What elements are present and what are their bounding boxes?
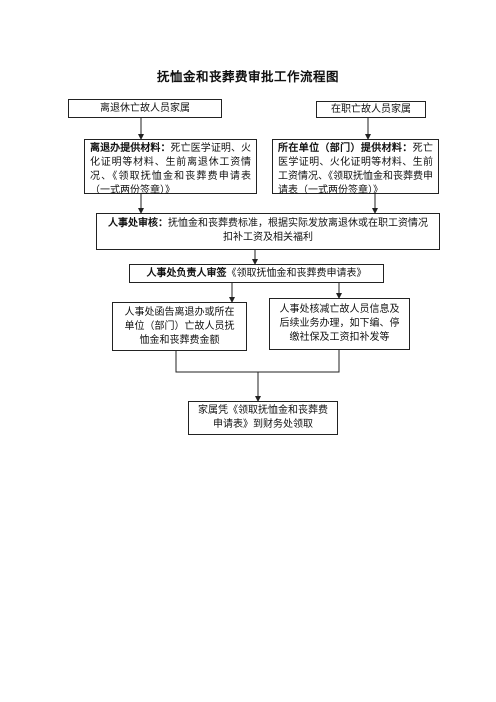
retiree-family-label: 离退休亡故人员家属	[100, 103, 190, 114]
merge-line	[175, 350, 340, 373]
family-collect-text: 家属凭《领取抚恤金和丧葬费申请表》到财务处领取	[198, 405, 328, 430]
retire-office-materials-box: 离退办提供材料：死亡医学证明、火化证明等材料、生前离退休工资情况、《领取抚恤金和…	[84, 139, 257, 196]
unit-dept-text: 死亡医学证明、火化证明等材料、生前工资情况、《领取抚恤金和丧葬费申请表（一式两份…	[278, 143, 434, 196]
unit-dept-materials-box: 所在单位（部门）提供材料：死亡医学证明、火化证明等材料、生前工资情况、《领取抚恤…	[272, 139, 439, 196]
page-title: 抚恤金和丧葬费审批工作流程图	[156, 69, 339, 84]
employee-family-box: 在职亡故人员家属	[316, 101, 426, 118]
family-collect-box: 家属凭《领取抚恤金和丧葬费申请表》到财务处领取	[188, 401, 338, 435]
hr-review-text: 抚恤金和丧葬费标准，根据实际发放离退休或在职工资情况扣补工资及相关福利	[168, 218, 428, 243]
hr-notify-text: 人事处函告离退办或所在单位（部门）亡故人员抚恤金和丧葬费金额	[124, 307, 235, 346]
hr-head-sign-box: 人事处负责人审签《领取抚恤金和丧葬费申请表》	[129, 264, 384, 283]
hr-head-sign-text: 《领取抚恤金和丧葬费申请表》	[226, 268, 367, 279]
retire-office-heading: 离退办提供材料：	[90, 143, 171, 154]
hr-head-sign-heading: 人事处负责人审签	[146, 268, 227, 279]
retire-office-text: 死亡医学证明、火化证明等材料、生前离退休工资情况、《领取抚恤金和丧葬费申请表（一…	[90, 143, 252, 196]
hr-reduce-text: 人事处核减亡故人员信息及后续业务办理，如下编、停缴社保及工资扣补发等	[279, 304, 400, 343]
unit-dept-heading: 所在单位（部门）提供材料：	[278, 143, 413, 154]
hr-reduce-box: 人事处核减亡故人员信息及后续业务办理，如下编、停缴社保及工资扣补发等	[269, 298, 410, 350]
hr-notify-box: 人事处函告离退办或所在单位（部门）亡故人员抚恤金和丧葬费金额	[112, 302, 247, 351]
retiree-family-box: 离退休亡故人员家属	[68, 99, 222, 118]
hr-review-box: 人事处审核：抚恤金和丧葬费标准，根据实际发放离退休或在职工资情况扣补工资及相关福…	[96, 213, 440, 250]
employee-family-label: 在职亡故人员家属	[331, 104, 411, 115]
hr-review-heading: 人事处审核：	[108, 218, 168, 229]
